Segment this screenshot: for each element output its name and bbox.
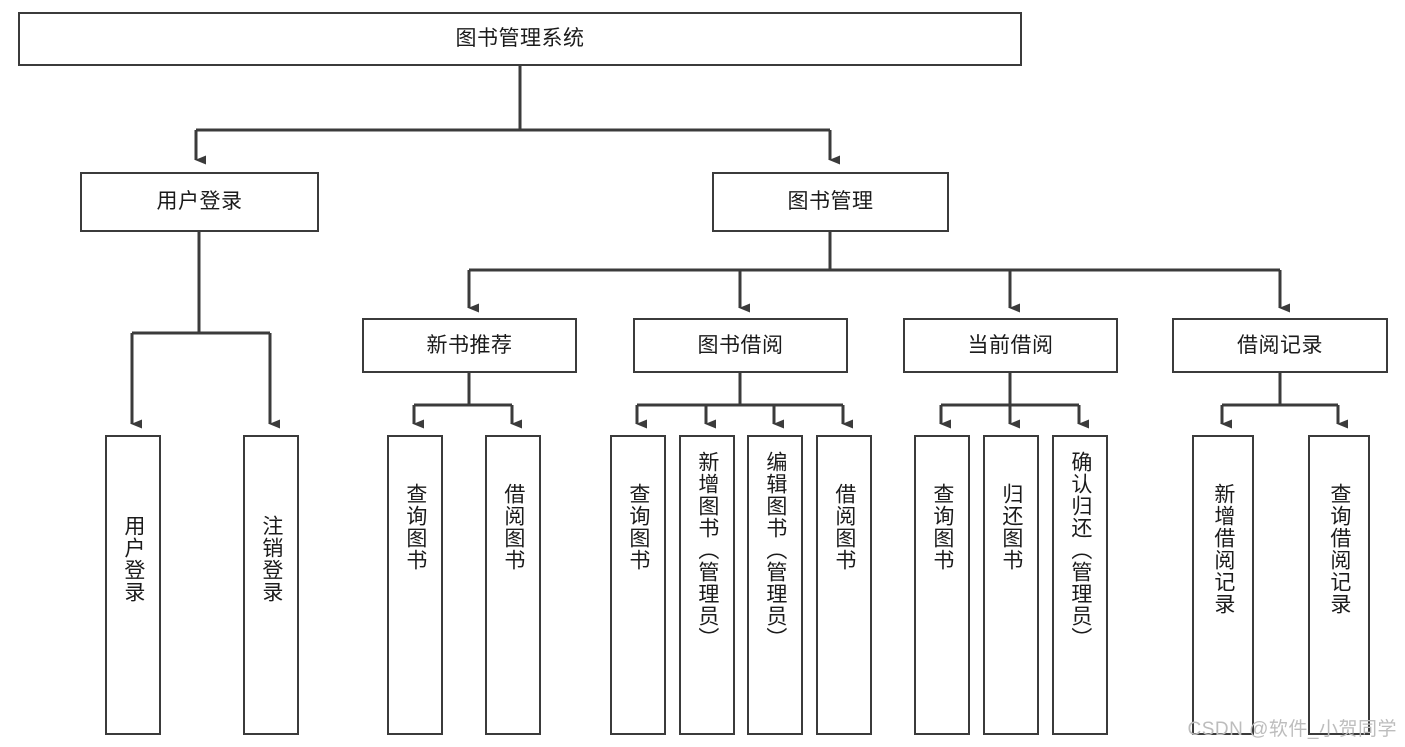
leaf-query-book-1[interactable]: 查询图书 bbox=[387, 435, 443, 735]
leaf-query-book-2[interactable]: 查询图书 bbox=[610, 435, 666, 735]
leaf-edit-book-label: 编辑图书（管理员） bbox=[763, 451, 787, 649]
node-current-borrow[interactable]: 当前借阅 bbox=[903, 318, 1118, 373]
node-new-book-recommend-label: 新书推荐 bbox=[426, 333, 513, 357]
node-root[interactable]: 图书管理系统 bbox=[18, 12, 1022, 66]
node-user-login[interactable]: 用户登录 bbox=[80, 172, 319, 232]
node-borrow-record[interactable]: 借阅记录 bbox=[1172, 318, 1388, 373]
leaf-return-book[interactable]: 归还图书 bbox=[983, 435, 1039, 735]
node-current-borrow-label: 当前借阅 bbox=[967, 333, 1054, 357]
leaf-query-book-3[interactable]: 查询图书 bbox=[914, 435, 970, 735]
leaf-confirm-return[interactable]: 确认归还（管理员） bbox=[1052, 435, 1108, 735]
node-borrow-record-label: 借阅记录 bbox=[1237, 333, 1323, 357]
node-root-label: 图书管理系统 bbox=[455, 27, 585, 51]
leaf-add-book[interactable]: 新增图书（管理员） bbox=[679, 435, 735, 735]
node-user-login-label: 用户登录 bbox=[156, 190, 243, 214]
csdn-watermark: CSDN @软件_小贺同学 bbox=[1187, 719, 1397, 740]
leaf-confirm-return-label: 确认归还（管理员） bbox=[1068, 451, 1092, 649]
leaf-query-book-1-label: 查询图书 bbox=[403, 483, 427, 571]
leaf-logout-login[interactable]: 注销登录 bbox=[243, 435, 299, 735]
leaf-edit-book[interactable]: 编辑图书（管理员） bbox=[747, 435, 803, 735]
node-book-borrow[interactable]: 图书借阅 bbox=[633, 318, 848, 373]
leaf-logout-login-label: 注销登录 bbox=[259, 515, 283, 603]
leaf-borrow-book-1-label: 借阅图书 bbox=[501, 483, 525, 571]
node-book-management[interactable]: 图书管理 bbox=[712, 172, 949, 232]
leaf-user-login-label: 用户登录 bbox=[121, 515, 145, 603]
leaf-query-book-3-label: 查询图书 bbox=[930, 483, 954, 571]
leaf-query-book-2-label: 查询图书 bbox=[626, 483, 650, 571]
leaf-add-record[interactable]: 新增借阅记录 bbox=[1192, 435, 1254, 735]
leaf-return-book-label: 归还图书 bbox=[999, 483, 1023, 571]
leaf-add-book-label: 新增图书（管理员） bbox=[695, 451, 719, 649]
leaf-borrow-book-1[interactable]: 借阅图书 bbox=[485, 435, 541, 735]
node-book-management-label: 图书管理 bbox=[787, 190, 874, 214]
leaf-query-record[interactable]: 查询借阅记录 bbox=[1308, 435, 1370, 735]
leaf-borrow-book-2[interactable]: 借阅图书 bbox=[816, 435, 872, 735]
node-new-book-recommend[interactable]: 新书推荐 bbox=[362, 318, 577, 373]
leaf-borrow-book-2-label: 借阅图书 bbox=[832, 483, 856, 571]
leaf-query-record-label: 查询借阅记录 bbox=[1327, 483, 1351, 615]
node-book-borrow-label: 图书借阅 bbox=[697, 333, 784, 357]
leaf-add-record-label: 新增借阅记录 bbox=[1211, 483, 1235, 615]
leaf-user-login[interactable]: 用户登录 bbox=[105, 435, 161, 735]
